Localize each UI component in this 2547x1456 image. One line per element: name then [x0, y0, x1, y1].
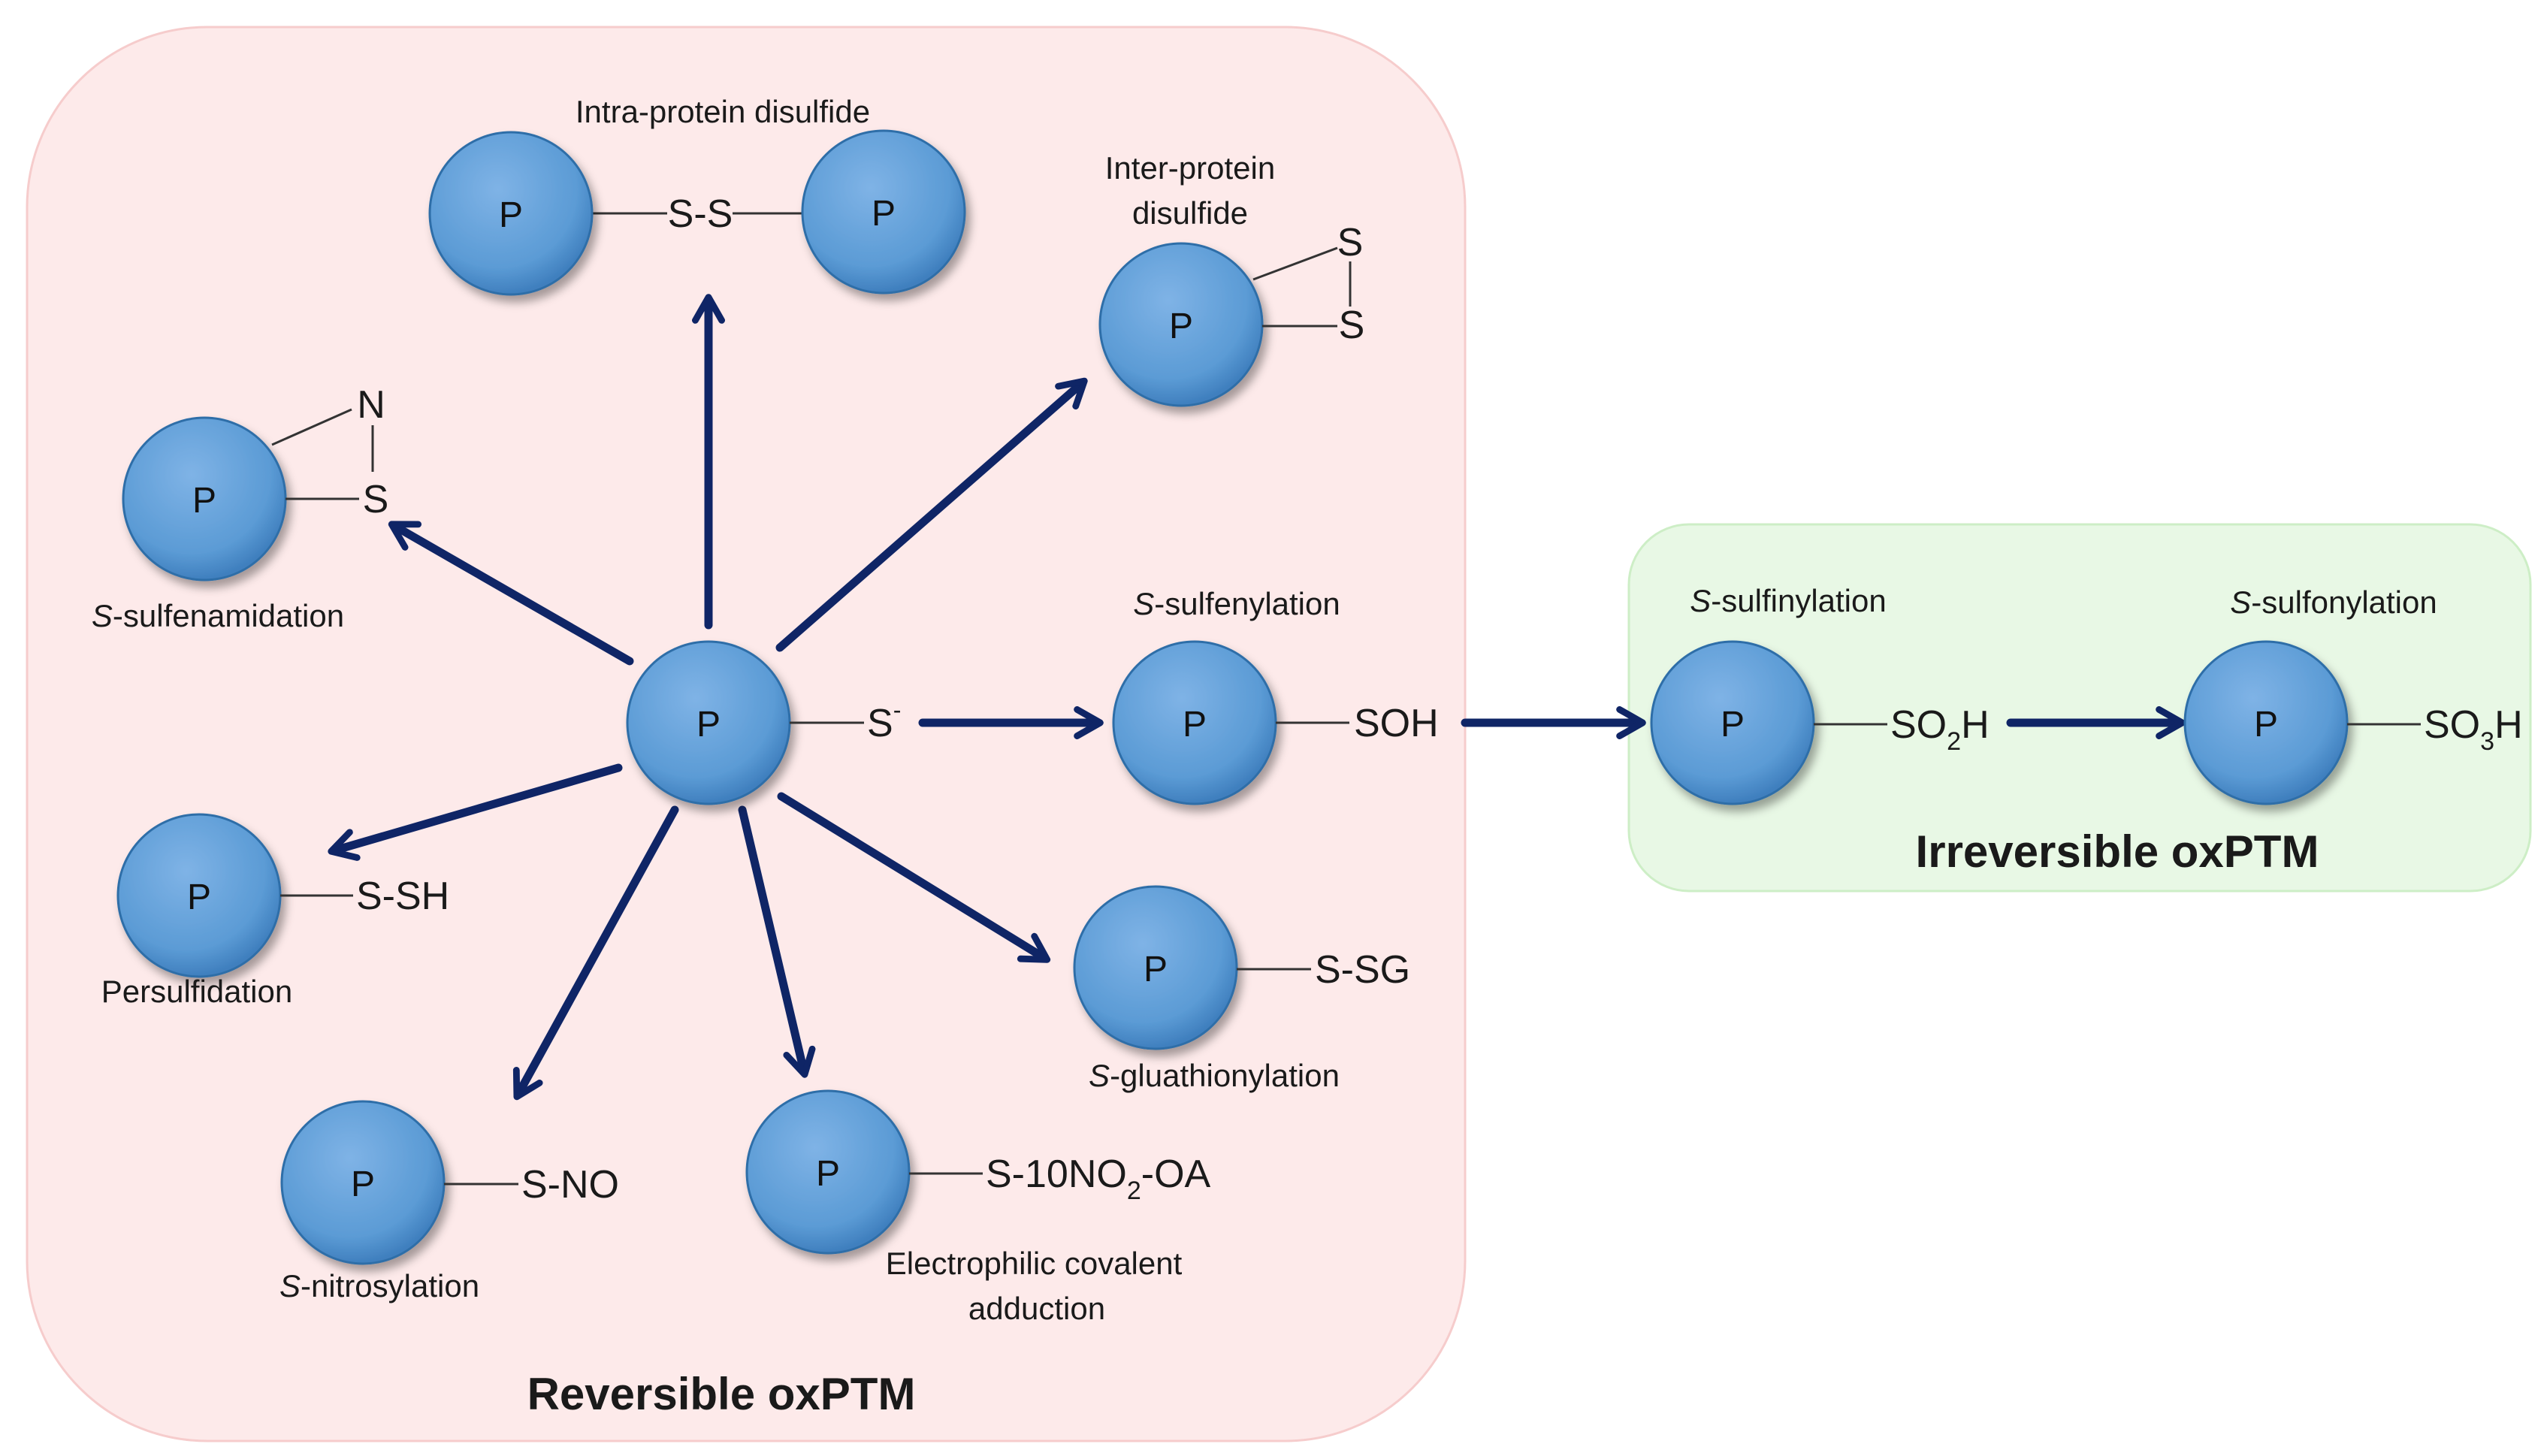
- arrow-to-electrophilic: [738, 805, 816, 1078]
- protein-label: P: [872, 194, 896, 234]
- glutathionylation-group: S-SG: [1315, 948, 1410, 992]
- arrow-to-inter-disulfide: [775, 377, 1088, 652]
- sulfenylation: S-sulfenylation P SOH: [1112, 586, 1439, 805]
- arrow-to-sulfenamidation: [388, 521, 634, 666]
- protein-label: P: [2254, 705, 2278, 745]
- electrophilic-group: S-10NO2-OA: [986, 1152, 1211, 1205]
- nitrosylation-group: S-NO: [521, 1163, 619, 1207]
- protein-label: P: [1169, 307, 1193, 346]
- sulfenamidation-s: S: [363, 478, 389, 521]
- thiolate-group: S-: [867, 696, 901, 745]
- protein-sphere: [801, 129, 966, 295]
- protein-sphere: [745, 1089, 911, 1255]
- inter-disulfide-s2: S: [1339, 304, 1365, 347]
- sulfenylation-group: SOH: [1354, 702, 1439, 745]
- sulfonylation: S-sulfonylation P SO3H: [2183, 585, 2523, 805]
- protein-label: P: [192, 481, 216, 521]
- protein-sphere: [280, 1100, 446, 1265]
- arrows: [328, 294, 2186, 1101]
- sulfinylation: S-sulfinylation P SO2H: [1650, 583, 1990, 805]
- protein-label: P: [1183, 705, 1207, 745]
- intra-disulfide-label: Intra-protein disulfide: [576, 94, 870, 129]
- protein-label: P: [351, 1164, 375, 1204]
- sulfonylation-group: SO3H: [2424, 703, 2523, 756]
- intra-disulfide-group: S-S: [668, 192, 733, 236]
- protein-label: P: [816, 1154, 840, 1194]
- sulfenamidation-label: S-sulfenamidation: [92, 598, 344, 633]
- arrow-to-glutathionylation: [777, 792, 1051, 963]
- inter-disulfide-label-2: disulfide: [1132, 195, 1248, 231]
- inter-disulfide-s1: S: [1337, 221, 1364, 264]
- protein-label: P: [1144, 950, 1168, 989]
- protein-label: P: [499, 195, 523, 235]
- inter-disulfide: Inter-protein disulfide P S S: [1098, 150, 1365, 407]
- reversible-title: Reversible oxPTM: [527, 1369, 916, 1419]
- sulfenylation-label: S-sulfenylation: [1133, 586, 1340, 621]
- inter-disulfide-label-1: Inter-protein: [1105, 150, 1275, 186]
- sulfinylation-label: S-sulfinylation: [1690, 583, 1886, 618]
- protein-label: P: [187, 878, 211, 917]
- protein-sphere: [1073, 885, 1238, 1050]
- protein-label: P: [696, 705, 721, 745]
- protein-sphere: [2183, 640, 2349, 805]
- persulfidation-label: Persulfidation: [101, 974, 292, 1009]
- sulfonylation-label: S-sulfonylation: [2230, 585, 2437, 620]
- persulfidation: P S-SH Persulfidation: [101, 813, 449, 1009]
- glutathionylation: P S-SG S-gluathionylation: [1073, 885, 1410, 1093]
- intra-disulfide: Intra-protein disulfide P P S-S: [428, 94, 966, 296]
- electrophilic-label-1: Electrophilic covalent: [886, 1246, 1183, 1281]
- center-protein: P S-: [626, 640, 901, 805]
- glutathionylation-label: S-gluathionylation: [1089, 1058, 1340, 1093]
- nitrosylation: P S-NO S-nitrosylation: [279, 1100, 619, 1303]
- protein-sphere: [1098, 242, 1264, 407]
- electrophilic-adduction: P S-10NO2-OA Electrophilic covalent addu…: [745, 1089, 1211, 1326]
- sulfenamidation-n: N: [357, 383, 385, 427]
- protein-label: P: [1721, 705, 1745, 745]
- nitrosylation-label: S-nitrosylation: [279, 1268, 479, 1303]
- sulfenamidation: P N S S-sulfenamidation: [92, 383, 388, 633]
- sulfinylation-group: SO2H: [1890, 703, 1990, 756]
- irreversible-title: Irreversible oxPTM: [1916, 826, 2319, 877]
- persulfidation-group: S-SH: [356, 875, 449, 918]
- protein-sphere: [1650, 640, 1815, 805]
- arrow-to-persulfidation: [328, 763, 623, 861]
- arrow-to-nitrosylation: [512, 805, 679, 1101]
- protein-sphere: [428, 131, 594, 296]
- electrophilic-label-2: adduction: [968, 1291, 1105, 1326]
